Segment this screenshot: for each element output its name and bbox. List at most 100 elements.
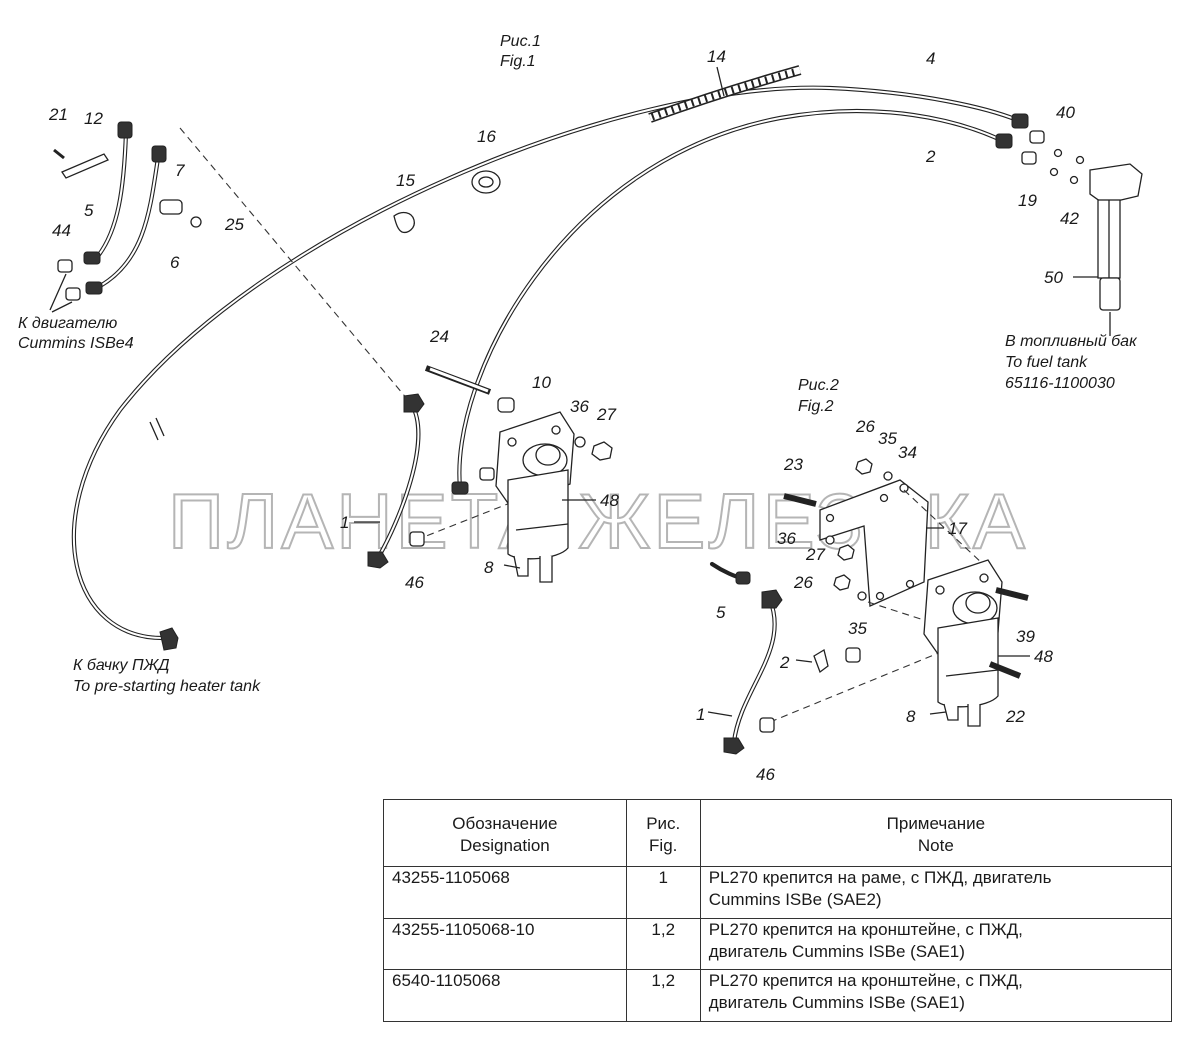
washer-40-b xyxy=(1075,155,1085,165)
cell-note-line-2: Cummins ISBe (SAE2) xyxy=(708,890,882,909)
label-f2-23: 23 xyxy=(783,455,803,474)
clamp-7 xyxy=(159,199,183,215)
assembly-line-1 xyxy=(179,127,409,401)
filter-port-fitting xyxy=(479,467,495,481)
fitting-2-f2 xyxy=(813,648,829,674)
cell-note: PL270 крепится на кронштейне, с ПЖД, дви… xyxy=(699,969,1173,1022)
nut-26-b xyxy=(833,574,851,591)
fig1-caption-ru: Рис.1 xyxy=(500,33,541,50)
washer-42-a xyxy=(1049,167,1059,177)
cell-note-line-2: двигатель Cummins ISBe (SAE1) xyxy=(708,941,965,961)
label-7: 7 xyxy=(175,161,185,180)
label-44: 44 xyxy=(52,221,71,240)
washer-42-b xyxy=(1069,175,1079,185)
bolt-23 xyxy=(783,493,817,507)
tank-callout-en: To fuel tank xyxy=(1005,354,1088,371)
label-f2-35b: 35 xyxy=(848,619,867,638)
f2-assembly-line-2 xyxy=(867,601,931,623)
nut-27 xyxy=(591,441,613,461)
label-f2-22: 22 xyxy=(1005,707,1025,726)
label-12: 12 xyxy=(84,109,103,128)
washer-34 xyxy=(899,483,909,493)
fuel-intake-head xyxy=(1089,163,1143,205)
label-4: 4 xyxy=(926,49,935,68)
label-42: 42 xyxy=(1060,209,1079,228)
label-27: 27 xyxy=(596,405,616,424)
bracket-hole-2 xyxy=(879,493,889,503)
label-f2-36: 36 xyxy=(777,529,796,548)
washer-40-a xyxy=(1053,148,1063,158)
hose-1-inner xyxy=(377,404,420,559)
union-19 xyxy=(1021,151,1037,165)
header-designation-en: Designation xyxy=(459,836,550,855)
sleeve-14 xyxy=(648,65,802,123)
adapter-44-b xyxy=(65,287,81,301)
spec-table: Обозначение Designation Рис. Fig. Примеч… xyxy=(383,799,1173,1022)
tank-callout-ru: В топливный бак xyxy=(1005,333,1138,350)
washer-35-b xyxy=(857,591,867,601)
leader-14 xyxy=(716,66,725,97)
label-f2-26a: 26 xyxy=(855,417,875,436)
label-5: 5 xyxy=(84,201,94,220)
engine-callout-en: Cummins ISBe4 xyxy=(18,335,134,352)
hose-5-f2-fitting xyxy=(735,571,751,585)
header-fig-en: Fig. xyxy=(649,836,678,855)
header-fig: Рис. Fig. xyxy=(625,799,701,867)
adapter-f2-a xyxy=(845,647,861,663)
label-16: 16 xyxy=(477,127,496,146)
label-f2-1: 1 xyxy=(696,705,705,724)
fig2-caption-ru: Рис.2 xyxy=(798,377,839,394)
cell-designation: 6540-1105068 xyxy=(383,969,627,1022)
cell-note: PL270 крепится на раме, с ПЖД, двигатель… xyxy=(699,866,1173,919)
nut-25 xyxy=(190,216,202,228)
hose-1-f2-top-fitting xyxy=(761,589,783,609)
leader-8-f2 xyxy=(929,711,947,715)
header-fig-ru: Рис. xyxy=(646,814,681,833)
engine-callout-ru: К двигателю xyxy=(18,315,117,332)
washer-35-a xyxy=(883,471,893,481)
hose-5-top-fitting xyxy=(117,121,133,139)
leader-2-f2 xyxy=(795,659,813,663)
header-designation-ru: Обозначение xyxy=(452,814,558,833)
nut-26-a xyxy=(855,458,873,475)
label-15: 15 xyxy=(396,171,415,190)
table-row: 43255-1105068 1 PL270 крепится на раме, … xyxy=(383,866,1173,919)
hose-1-f2-bottom-fitting xyxy=(723,737,745,755)
cell-designation: 43255-1105068-10 xyxy=(383,917,627,971)
hose-4-inner xyxy=(73,86,1023,640)
label-14: 14 xyxy=(707,47,726,66)
table-row: 43255-1105068-10 1,2 PL270 крепится на к… xyxy=(383,917,1173,971)
cell-note-line-1: PL270 крепится на кронштейне, с ПЖД, xyxy=(708,971,1023,991)
cell-fig: 1,2 xyxy=(625,917,701,971)
washer-36 xyxy=(574,436,586,448)
leader-1-f2 xyxy=(707,711,733,717)
union-40 xyxy=(1029,130,1045,144)
cell-note-line-2: двигатель Cummins ISBe (SAE1) xyxy=(708,993,965,1013)
fuel-intake-filter xyxy=(1099,277,1121,311)
hose-2-filter-fitting xyxy=(451,481,469,495)
label-f2-2: 2 xyxy=(779,653,790,672)
clamp-15 xyxy=(393,211,415,234)
f2-assembly-line-3 xyxy=(769,649,947,723)
bracket-12 xyxy=(61,153,109,179)
heater-callout-en: To pre-starting heater tank xyxy=(73,678,261,695)
spacer-10 xyxy=(497,397,515,413)
cell-fig: 1 xyxy=(625,866,701,919)
engine-arrows xyxy=(49,273,73,313)
fuel-filter-48 xyxy=(495,411,575,583)
header-designation: Обозначение Designation xyxy=(383,799,627,867)
label-40: 40 xyxy=(1056,103,1075,122)
bolt-21 xyxy=(53,148,65,160)
bracket-hole-1 xyxy=(825,513,835,523)
label-8: 8 xyxy=(484,558,494,577)
adapter-46-f2 xyxy=(759,717,775,733)
grommet-16-inner xyxy=(478,176,494,188)
label-f2-8: 8 xyxy=(906,707,916,726)
hose-6-bottom-fitting xyxy=(85,281,103,295)
hose-4-break-1 xyxy=(149,421,159,441)
label-36: 36 xyxy=(570,397,589,416)
label-f2-27: 27 xyxy=(805,545,825,564)
cell-note-line-1: PL270 крепится на кронштейне, с ПЖД, xyxy=(708,919,1023,939)
label-f2-35a: 35 xyxy=(878,429,897,448)
table-header-row: Обозначение Designation Рис. Fig. Примеч… xyxy=(383,799,1173,867)
